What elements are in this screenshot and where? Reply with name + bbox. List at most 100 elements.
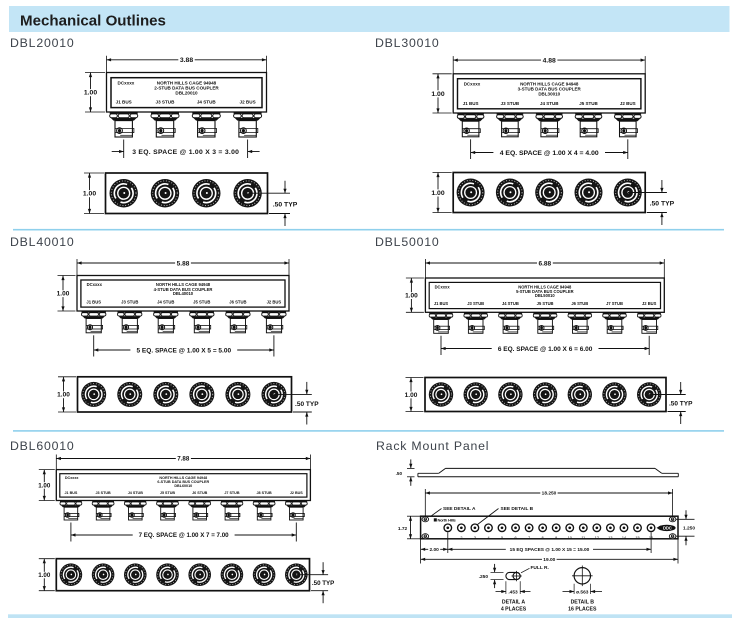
svg-text:DCxxxx: DCxxxx <box>118 80 135 85</box>
svg-text:.250: .250 <box>479 574 489 580</box>
svg-text:.50 TYP: .50 TYP <box>312 580 334 587</box>
svg-text:5: 5 <box>501 536 503 540</box>
svg-text:1.00: 1.00 <box>405 293 418 300</box>
svg-text:2.00: 2.00 <box>430 547 440 553</box>
svg-text:2: 2 <box>460 536 462 540</box>
svg-text:J3 STUB: J3 STUB <box>501 101 520 106</box>
svg-text:9: 9 <box>555 536 557 540</box>
svg-text:3.88: 3.88 <box>180 57 193 64</box>
svg-text:J6 STUB: J6 STUB <box>571 301 588 306</box>
svg-text:19.00: 19.00 <box>543 557 555 563</box>
svg-text:DBL60010: DBL60010 <box>10 439 75 453</box>
svg-text:J3 STUB: J3 STUB <box>121 300 138 305</box>
svg-text:J4 STUB: J4 STUB <box>502 301 519 306</box>
svg-text:Rack Mount Panel: Rack Mount Panel <box>376 439 489 453</box>
svg-text:1.00: 1.00 <box>405 392 418 399</box>
svg-text:18.250: 18.250 <box>542 491 557 497</box>
svg-text:15 EQ SPACES @ 1.00 X 15 = 15.: 15 EQ SPACES @ 1.00 X 15 = 15.00 <box>510 547 590 553</box>
svg-text:4 PLACES: 4 PLACES <box>501 607 527 613</box>
svg-text:J7 STUB: J7 STUB <box>606 301 623 306</box>
svg-text:DCxxxx: DCxxxx <box>435 284 451 289</box>
svg-text:15: 15 <box>635 536 639 540</box>
svg-text:1.00: 1.00 <box>431 190 444 197</box>
svg-text:J3 STUB: J3 STUB <box>467 301 484 306</box>
svg-text:1.00: 1.00 <box>84 90 97 97</box>
svg-text:DCxxxx: DCxxxx <box>464 82 481 87</box>
svg-text:DCxxxx: DCxxxx <box>65 476 79 480</box>
svg-text:6 EQ. SPACE @ 1.00 X 6 = 6.00: 6 EQ. SPACE @ 1.00 X 6 = 6.00 <box>498 346 593 353</box>
svg-text:DBL50010: DBL50010 <box>535 293 556 298</box>
svg-text:Mechanical Outlines: Mechanical Outlines <box>20 12 166 29</box>
svg-text:NORTH HILLS CAGE 94948: NORTH HILLS CAGE 94948 <box>518 284 572 289</box>
svg-text:J2 BUS: J2 BUS <box>620 101 636 106</box>
svg-text:J5 STUB: J5 STUB <box>193 300 210 305</box>
svg-text:DBL30010: DBL30010 <box>375 36 440 50</box>
svg-text:3 EQ. SPACE @ 1.00 X 3 = 3.00: 3 EQ. SPACE @ 1.00 X 3 = 3.00 <box>132 149 239 156</box>
svg-text:6-STUB DATA BUS COUPLER: 6-STUB DATA BUS COUPLER <box>157 480 209 484</box>
svg-text:.50 TYP: .50 TYP <box>669 401 693 408</box>
svg-text:1.00: 1.00 <box>431 91 444 98</box>
svg-text:SEE DETAIL A: SEE DETAIL A <box>443 506 476 512</box>
svg-text:1.00: 1.00 <box>57 291 70 298</box>
svg-text:NORTH HILLS CAGE 94948: NORTH HILLS CAGE 94948 <box>157 80 217 85</box>
svg-text:8: 8 <box>542 536 544 540</box>
svg-text:14: 14 <box>622 536 626 540</box>
svg-text:1.00: 1.00 <box>38 482 51 489</box>
svg-text:1.00: 1.00 <box>38 572 51 579</box>
svg-text:NORTH HILLS CAGE 94948: NORTH HILLS CAGE 94948 <box>156 282 211 287</box>
svg-text:4-STUB DATA BUS COUPLER: 4-STUB DATA BUS COUPLER <box>154 287 213 292</box>
svg-text:North Hills: North Hills <box>438 518 457 523</box>
svg-text:5.88: 5.88 <box>177 260 190 267</box>
svg-text:3: 3 <box>474 536 476 540</box>
svg-text:DBL40010: DBL40010 <box>10 235 75 249</box>
svg-text:NORTH HILLS CAGE 94948: NORTH HILLS CAGE 94948 <box>159 476 207 480</box>
svg-text:J1 BUS: J1 BUS <box>116 100 132 105</box>
svg-text:6: 6 <box>514 536 516 540</box>
svg-text:J4 STUB: J4 STUB <box>197 100 217 105</box>
svg-text:7 EQ. SPACE @ 1.00 X 7 = 7.00: 7 EQ. SPACE @ 1.00 X 7 = 7.00 <box>139 532 230 539</box>
svg-text:ø.563: ø.563 <box>576 590 589 596</box>
svg-text:DBL20010: DBL20010 <box>10 36 75 50</box>
svg-text:J2 BUS: J2 BUS <box>642 301 657 306</box>
svg-text:11: 11 <box>581 536 585 540</box>
svg-text:J6 STUB: J6 STUB <box>192 491 208 495</box>
svg-text:1.72: 1.72 <box>398 526 408 532</box>
svg-text:DBL30010: DBL30010 <box>538 92 560 97</box>
svg-text:.50 TYP: .50 TYP <box>650 201 675 208</box>
svg-text:J5 STUB: J5 STUB <box>579 101 598 106</box>
svg-text:DCxxxx: DCxxxx <box>87 282 103 287</box>
svg-text:J8 STUB: J8 STUB <box>257 491 273 495</box>
svg-text:13: 13 <box>608 536 612 540</box>
svg-text:FULL R.: FULL R. <box>531 565 549 571</box>
svg-text:J5 STUB: J5 STUB <box>537 301 554 306</box>
svg-text:10: 10 <box>568 536 572 540</box>
svg-text:7: 7 <box>528 536 530 540</box>
svg-text:J5 STUB: J5 STUB <box>160 491 176 495</box>
svg-text:J7 STUB: J7 STUB <box>224 491 240 495</box>
svg-text:DBL20010: DBL20010 <box>175 91 198 96</box>
svg-text:J1 BUS: J1 BUS <box>463 101 479 106</box>
svg-text:5 EQ. SPACE @ 1.00 X 5 = 5.00: 5 EQ. SPACE @ 1.00 X 5 = 5.00 <box>137 347 232 354</box>
svg-text:2-STUB DATA BUS COUPLER: 2-STUB DATA BUS COUPLER <box>154 86 219 91</box>
svg-text:.50 TYP: .50 TYP <box>295 401 319 408</box>
svg-text:J4 STUB: J4 STUB <box>157 300 174 305</box>
svg-text:6.88: 6.88 <box>538 260 551 267</box>
svg-text:J4 STUB: J4 STUB <box>540 101 559 106</box>
svg-text:DETAIL B: DETAIL B <box>571 599 595 605</box>
svg-text:4.88: 4.88 <box>543 58 556 65</box>
svg-text:J1 BUS: J1 BUS <box>86 300 101 305</box>
svg-text:DETAIL A: DETAIL A <box>502 599 525 605</box>
svg-text:J2 BUS: J2 BUS <box>240 100 256 105</box>
svg-text:J3 STUB: J3 STUB <box>96 491 112 495</box>
svg-text:7.88: 7.88 <box>177 456 190 463</box>
svg-text:J1 BUS: J1 BUS <box>64 491 77 495</box>
svg-text:5-STUB DATA BUS COUPLER: 5-STUB DATA BUS COUPLER <box>516 289 574 294</box>
svg-text:J2 BUS: J2 BUS <box>290 491 303 495</box>
svg-text:3-STUB DATA BUS COUPLER: 3-STUB DATA BUS COUPLER <box>518 87 582 92</box>
svg-text:DDC: DDC <box>663 525 672 530</box>
svg-text:DBL60010: DBL60010 <box>174 484 192 488</box>
svg-text:DBL40010: DBL40010 <box>173 291 194 296</box>
svg-text:16 PLACES: 16 PLACES <box>568 607 597 613</box>
svg-text:J4 STUB: J4 STUB <box>128 491 144 495</box>
svg-text:12: 12 <box>595 536 599 540</box>
